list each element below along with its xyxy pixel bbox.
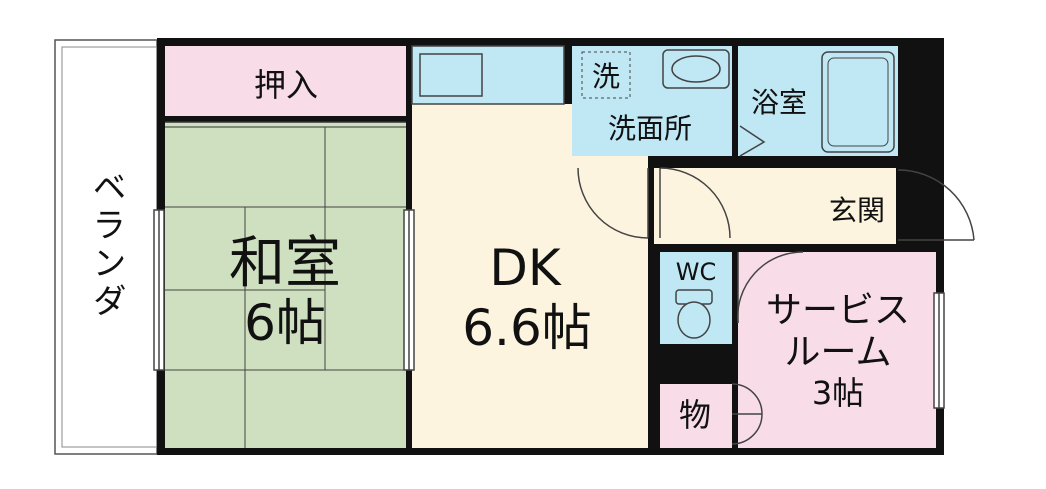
service-room-area	[738, 252, 936, 448]
corridor-area	[654, 168, 818, 244]
windows	[153, 209, 945, 409]
washitsu-area	[165, 121, 406, 448]
oshiire-area	[165, 46, 406, 116]
wc-area	[660, 252, 732, 344]
service-room-size-label: 3帖	[812, 374, 864, 412]
yokushitsu-area	[738, 46, 898, 157]
storage-label: 物	[679, 396, 711, 434]
genkan-label: 玄関	[829, 194, 885, 227]
dk-label: DK	[489, 239, 562, 297]
wc-label: WC	[676, 258, 717, 286]
senmenjo-area	[572, 46, 732, 156]
washitsu-size-label: 6帖	[244, 294, 326, 352]
genkan-area	[818, 168, 896, 244]
service-room-label-1: サービス	[766, 290, 910, 331]
senmenjo-label: 洗面所	[608, 112, 692, 145]
yokushitsu-label: 浴室	[751, 86, 807, 119]
washitsu-label: 和室	[229, 231, 341, 296]
balcony-label: ベランダ	[86, 169, 126, 321]
door-swings	[577, 167, 975, 445]
oshiire-label: 押入	[254, 66, 318, 104]
balcony	[54, 39, 158, 455]
kitchen-counter	[411, 45, 565, 105]
storage-area	[660, 384, 732, 448]
service-room-label-2: ルーム	[785, 332, 892, 373]
dk-area	[412, 104, 648, 448]
dk-size-label: 6.6帖	[462, 299, 592, 357]
washing-machine-label: 洗	[592, 60, 620, 93]
